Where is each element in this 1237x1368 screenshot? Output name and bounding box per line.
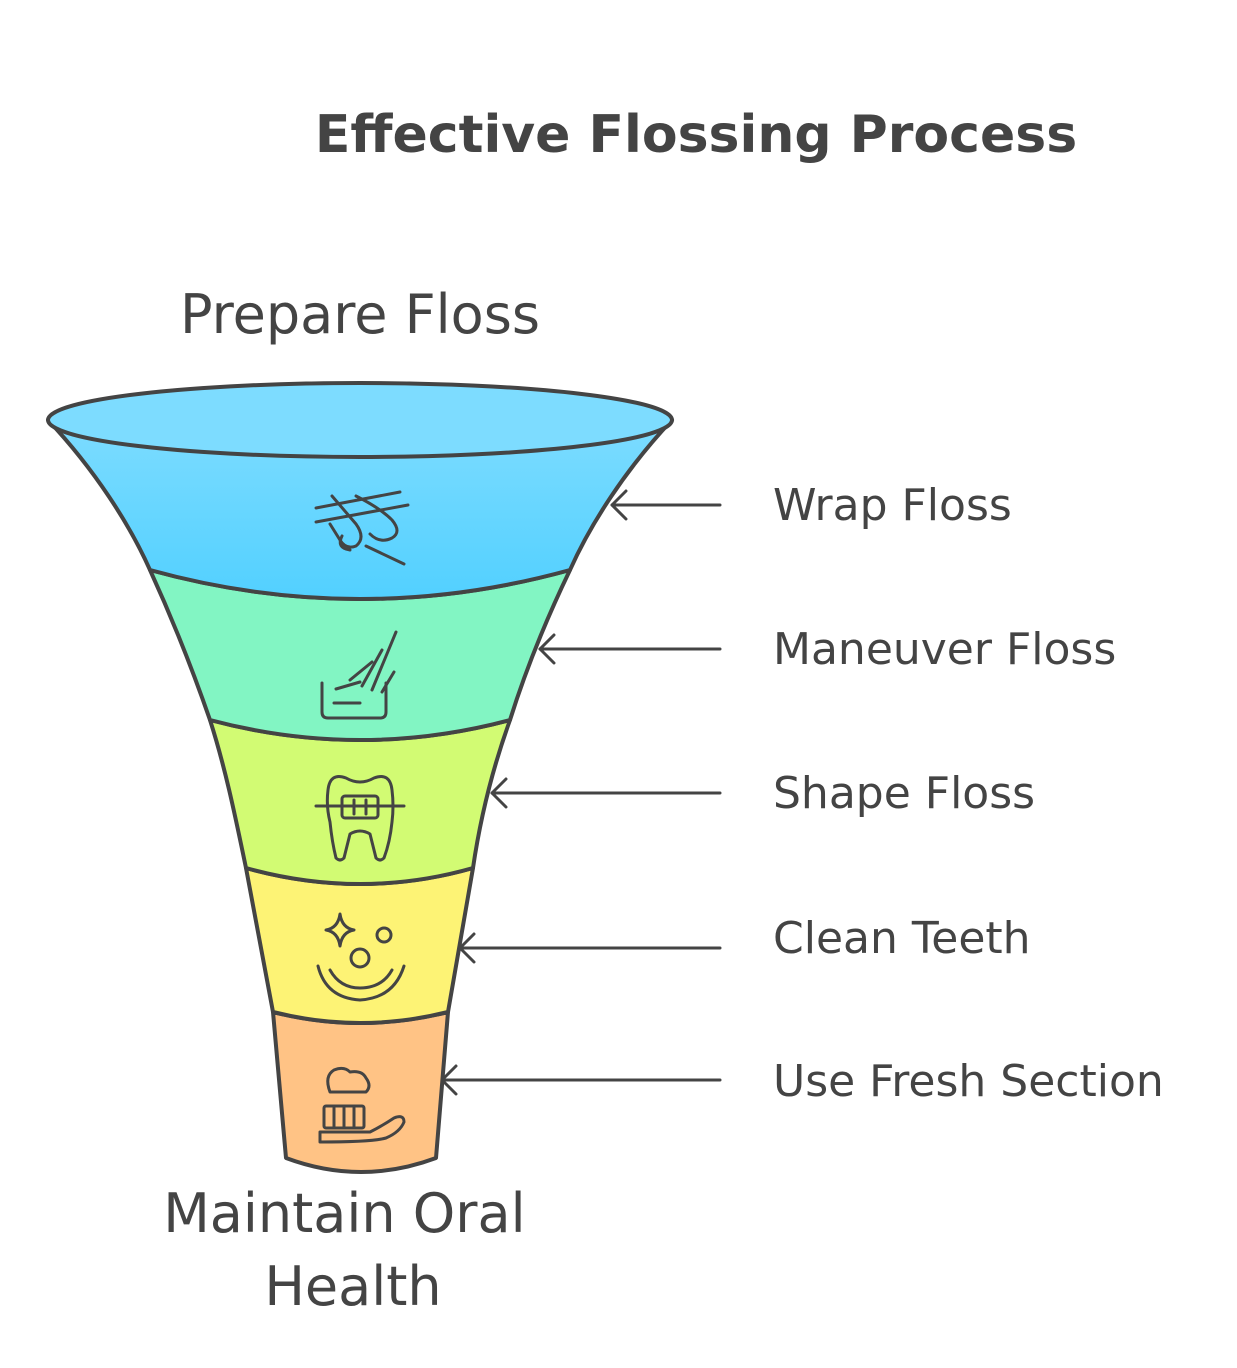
arrow-use-fresh-section — [440, 1064, 722, 1096]
funnel-segment-wrap-floss — [46, 418, 674, 601]
step-label-maneuver-floss: Maneuver Floss — [773, 624, 1116, 675]
step-label-use-fresh-section: Use Fresh Section — [773, 1056, 1164, 1107]
diagram-title: Effective Flossing Process — [315, 105, 1077, 165]
floss-dispenser-icon — [320, 630, 398, 720]
hand-floss-icon — [314, 490, 410, 566]
step-arrows — [440, 489, 722, 1096]
sparkle-smile-icon — [316, 912, 406, 1002]
step-label-wrap-floss: Wrap Floss — [773, 480, 1012, 531]
funnel-bottom-label-line-1: Maintain Oral — [163, 1182, 525, 1245]
arrow-clean-teeth — [458, 932, 722, 964]
funnel-top-label: Prepare Floss — [180, 283, 540, 346]
step-label-shape-floss: Shape Floss — [773, 768, 1035, 819]
funnel-bottom-label: Maintain Oral Health — [163, 1182, 543, 1318]
funnel-top-rim — [46, 381, 674, 459]
arrow-maneuver-floss — [538, 633, 722, 665]
funnel-segment-shape-floss — [208, 718, 512, 886]
arrow-wrap-floss — [610, 489, 722, 521]
step-label-clean-teeth: Clean Teeth — [773, 913, 1031, 964]
funnel-bottom-label-line-2: Health — [264, 1255, 441, 1318]
arrow-shape-floss — [490, 777, 722, 809]
toothbrush-icon — [318, 1066, 406, 1144]
tooth-braces-icon — [314, 775, 406, 862]
funnel — [46, 381, 674, 1174]
